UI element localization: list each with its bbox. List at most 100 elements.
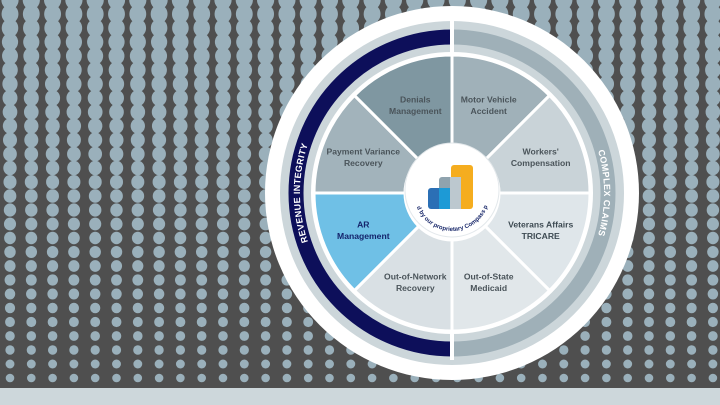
pattern-dot <box>44 61 61 79</box>
pattern-dot <box>67 203 81 217</box>
pattern-dot <box>45 132 60 148</box>
pattern-dot <box>154 302 165 314</box>
pattern-dot <box>707 260 719 272</box>
pattern-dot <box>24 132 39 148</box>
pattern-dot <box>707 245 719 259</box>
pattern-dot <box>23 33 40 51</box>
pattern-dot <box>642 203 656 217</box>
pattern-dot <box>194 146 209 162</box>
pattern-dot <box>108 61 125 79</box>
pattern-dot <box>623 359 633 369</box>
pattern-dot <box>23 89 39 107</box>
pattern-dot <box>133 345 143 355</box>
pattern-dot <box>112 373 121 383</box>
pattern-dot <box>683 4 701 24</box>
pattern-dot <box>239 345 249 355</box>
pattern-dot <box>215 118 231 134</box>
pattern-dot <box>173 118 188 134</box>
pattern-dot <box>559 373 569 383</box>
segment-shape <box>450 224 552 333</box>
pattern-dot <box>47 274 59 286</box>
pattern-dot <box>45 160 60 176</box>
pattern-dot <box>665 331 676 341</box>
pattern-dot <box>194 118 209 134</box>
pattern-dot <box>303 345 313 355</box>
pattern-dot <box>175 345 186 355</box>
segment-label-line: Recovery <box>396 283 435 293</box>
pattern-dot <box>684 104 699 120</box>
pattern-dot <box>108 18 125 38</box>
pattern-dot <box>644 316 654 328</box>
pattern-dot <box>237 175 251 189</box>
pattern-dot <box>110 189 123 203</box>
pattern-dot <box>686 302 697 314</box>
pattern-dot <box>260 288 271 300</box>
pattern-dot <box>662 61 679 79</box>
pattern-dot <box>664 245 677 259</box>
pattern-dot <box>218 331 228 341</box>
pattern-dot <box>346 359 356 369</box>
pattern-dot <box>664 203 677 217</box>
pattern-dot <box>665 316 676 328</box>
pattern-dot <box>279 61 295 79</box>
pattern-dot <box>683 33 700 51</box>
pattern-dot <box>45 146 60 162</box>
pattern-dot <box>706 189 720 203</box>
pattern-dot <box>131 175 145 189</box>
pattern-dot <box>299 18 317 38</box>
pattern-dot <box>239 288 250 300</box>
pattern-dot <box>663 160 677 176</box>
pattern-dot <box>260 274 272 286</box>
pattern-dot <box>237 118 252 134</box>
pattern-dot <box>150 18 168 38</box>
pattern-dot <box>601 359 611 369</box>
pattern-dot <box>258 132 273 148</box>
pattern-dot <box>151 118 167 134</box>
pattern-dot <box>235 4 253 24</box>
pattern-dot <box>597 4 615 24</box>
pattern-dot <box>87 89 103 107</box>
pattern-dot <box>193 18 210 38</box>
pattern-dot <box>576 4 594 24</box>
pattern-dot <box>87 33 104 51</box>
pattern-dot <box>108 75 125 93</box>
pattern-dot <box>111 345 122 355</box>
pattern-dot <box>131 203 145 217</box>
pattern-dot <box>257 47 274 65</box>
pattern-dot <box>88 175 102 189</box>
pattern-dot <box>321 4 338 24</box>
pattern-dot <box>257 18 274 38</box>
segment-label-line: Compensation <box>511 158 571 168</box>
pattern-dot <box>131 217 144 231</box>
pattern-dot <box>173 132 188 148</box>
pattern-dot <box>66 104 82 120</box>
pattern-dot <box>218 345 228 355</box>
pattern-dot <box>132 316 143 328</box>
pattern-dot <box>172 89 188 107</box>
pattern-dot <box>620 89 636 107</box>
pattern-dot <box>642 175 656 189</box>
pattern-dot <box>257 33 274 51</box>
pattern-dot <box>236 47 253 65</box>
pattern-dot <box>300 33 317 51</box>
pattern-dot <box>257 61 274 79</box>
pattern-dot <box>175 302 186 314</box>
pattern-dot <box>303 316 314 328</box>
pattern-dot <box>194 132 209 148</box>
pattern-dot <box>154 345 164 355</box>
pattern-dot <box>154 316 165 328</box>
pattern-dot <box>68 288 80 300</box>
pattern-dot <box>215 61 231 79</box>
pattern-dot <box>130 146 145 162</box>
pattern-dot <box>706 175 720 189</box>
pattern-dot <box>24 189 38 203</box>
pattern-dot <box>174 260 186 272</box>
pattern-dot <box>281 302 292 314</box>
pattern-dot <box>23 18 40 38</box>
pattern-dot <box>111 302 122 314</box>
